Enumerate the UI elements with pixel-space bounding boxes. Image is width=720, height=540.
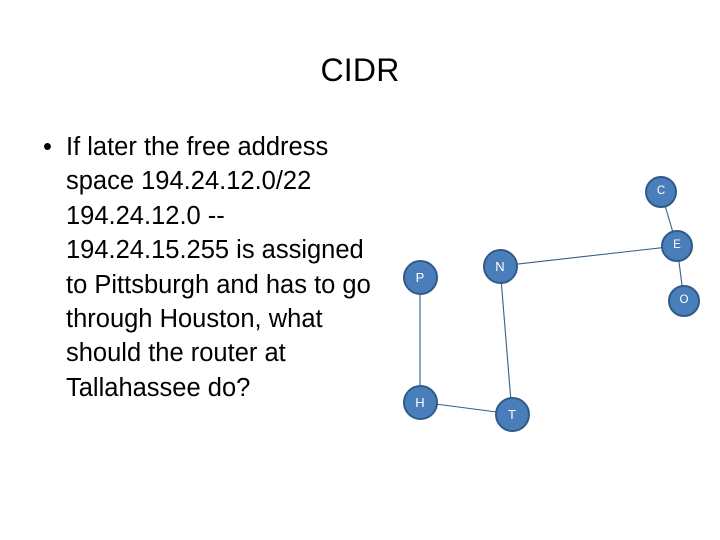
network-node-h[interactable]: H — [402, 384, 438, 420]
page-title: CIDR — [320, 52, 400, 88]
network-node-label: P — [415, 269, 425, 285]
network-edge-n-t — [500, 282, 512, 398]
network-node-label: E — [673, 239, 681, 252]
bullet-marker-icon: • — [43, 133, 52, 161]
network-edge-h-t — [436, 403, 496, 413]
list-item: • If later the free address space 194.24… — [36, 130, 376, 405]
network-node-label: N — [495, 258, 505, 274]
network-node-label: H — [415, 394, 425, 410]
network-node-label: C — [656, 185, 666, 198]
network-node-t[interactable]: T — [494, 396, 530, 432]
bullet-text: If later the free address space 194.24.1… — [66, 133, 371, 402]
bullet-list: • If later the free address space 194.24… — [36, 130, 376, 405]
network-edge-c-e — [664, 206, 674, 232]
network-node-o[interactable]: O — [668, 285, 700, 317]
network-edge-n-e — [516, 247, 663, 265]
network-node-p[interactable]: P — [402, 259, 438, 295]
network-edge-e-o — [678, 260, 683, 287]
network-node-c[interactable]: C — [645, 176, 677, 208]
network-node-n[interactable]: N — [482, 248, 518, 284]
network-node-e[interactable]: E — [661, 230, 693, 262]
network-node-label: O — [679, 294, 689, 307]
network-node-label: T — [508, 406, 516, 422]
